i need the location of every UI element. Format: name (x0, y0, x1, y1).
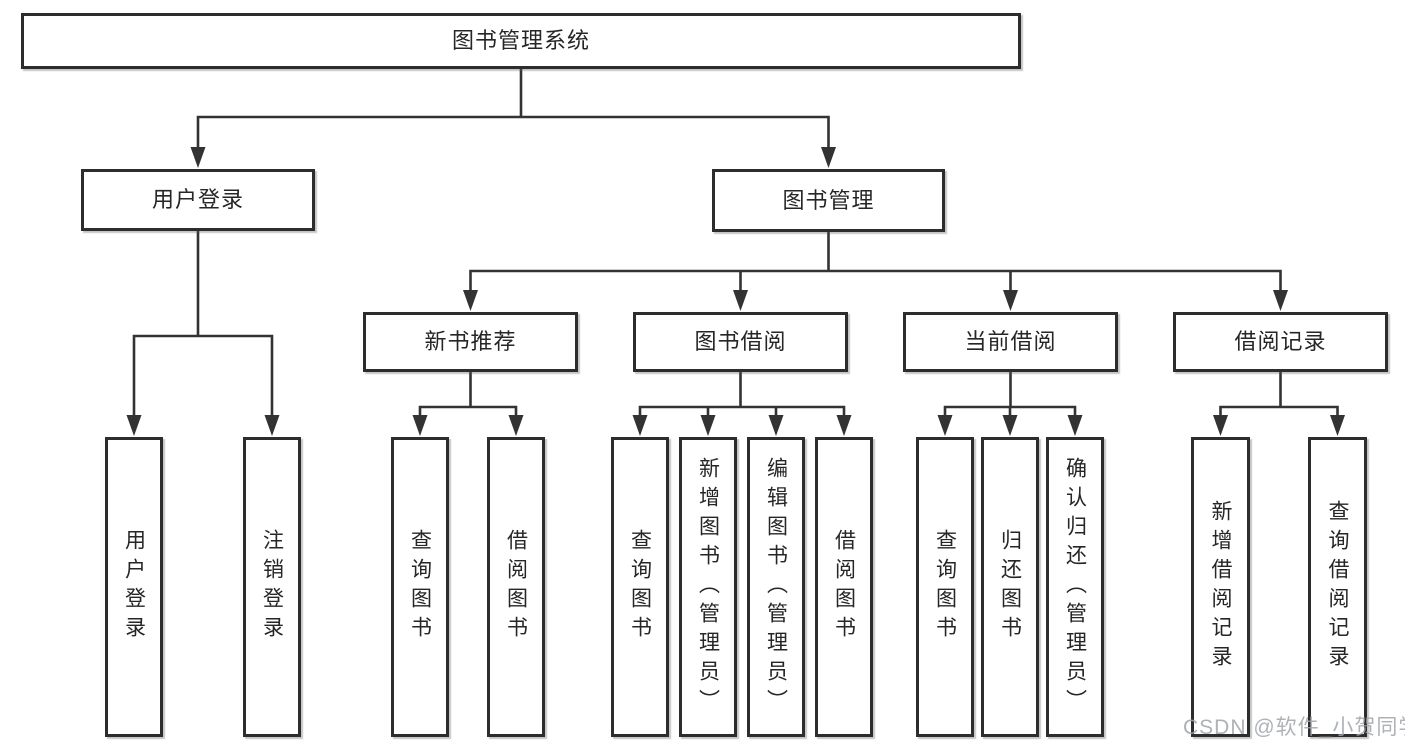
node-leaf-query-books-3: 查询图书 (916, 437, 974, 737)
edge-from-borrowing-records (1219, 370, 1339, 420)
arrowhead-new-book-recommend (463, 290, 478, 311)
arrowhead-leaf-query-borrow-record (1330, 415, 1345, 436)
node-leaf-borrow-books-1: 借阅图书 (487, 437, 545, 737)
arrowhead-user-login (190, 147, 206, 168)
node-leaf-query-borrow-record: 查询借阅记录 (1308, 437, 1367, 737)
node-book-borrowing: 图书借阅 (633, 312, 848, 372)
edge-from-user-login (132, 229, 274, 420)
arrowhead-leaf-logout (264, 415, 280, 436)
node-leaf-user-login: 用户登录 (105, 437, 163, 737)
node-root: 图书管理系统 (21, 13, 1021, 69)
node-borrowing-records: 借阅记录 (1173, 312, 1388, 372)
arrowhead-current-borrowing (1003, 290, 1018, 311)
edge-from-root (196, 67, 830, 152)
node-user-login: 用户登录 (81, 169, 315, 231)
arrowhead-leaf-user-login (126, 415, 142, 436)
node-leaf-edit-books: 编辑图书（管理员） (747, 437, 805, 737)
arrowhead-leaf-borrow-books-1 (508, 415, 524, 436)
arrowhead-book-borrowing (733, 290, 748, 311)
watermark: CSDN @软件_小贺同学 (1183, 716, 1405, 739)
arrowhead-leaf-add-borrow-record (1213, 415, 1228, 436)
node-current-borrowing: 当前借阅 (903, 312, 1118, 372)
node-book-management: 图书管理 (712, 169, 945, 232)
edge-from-book-management (469, 230, 1282, 295)
arrowhead-book-management (821, 147, 836, 168)
arrowhead-leaf-confirm-return (1067, 415, 1083, 436)
node-leaf-add-borrow-record: 新增借阅记录 (1191, 437, 1250, 737)
arrowhead-leaf-edit-books (768, 415, 784, 436)
node-leaf-logout: 注销登录 (243, 437, 301, 737)
arrowhead-leaf-return-books (1002, 415, 1018, 436)
node-leaf-query-books-1: 查询图书 (391, 437, 449, 737)
arrowhead-leaf-query-books-1 (412, 415, 428, 436)
arrowhead-leaf-add-books (700, 415, 716, 436)
arrowhead-leaf-query-books-2 (632, 415, 648, 436)
node-leaf-query-books-2: 查询图书 (611, 437, 669, 737)
edge-from-new-book-recommend (418, 370, 518, 420)
edge-from-book-borrowing (638, 370, 846, 420)
node-leaf-borrow-books-2: 借阅图书 (815, 437, 873, 737)
node-leaf-add-books: 新增图书（管理员） (679, 437, 737, 737)
arrowhead-leaf-borrow-books-2 (836, 415, 852, 436)
node-leaf-return-books: 归还图书 (981, 437, 1039, 737)
node-new-book-recommend: 新书推荐 (363, 312, 578, 372)
arrowhead-leaf-query-books-3 (937, 415, 953, 436)
node-leaf-confirm-return: 确认归还（管理员） (1046, 437, 1104, 737)
arrowhead-borrowing-records (1273, 290, 1288, 311)
edge-from-current-borrowing (943, 370, 1077, 420)
